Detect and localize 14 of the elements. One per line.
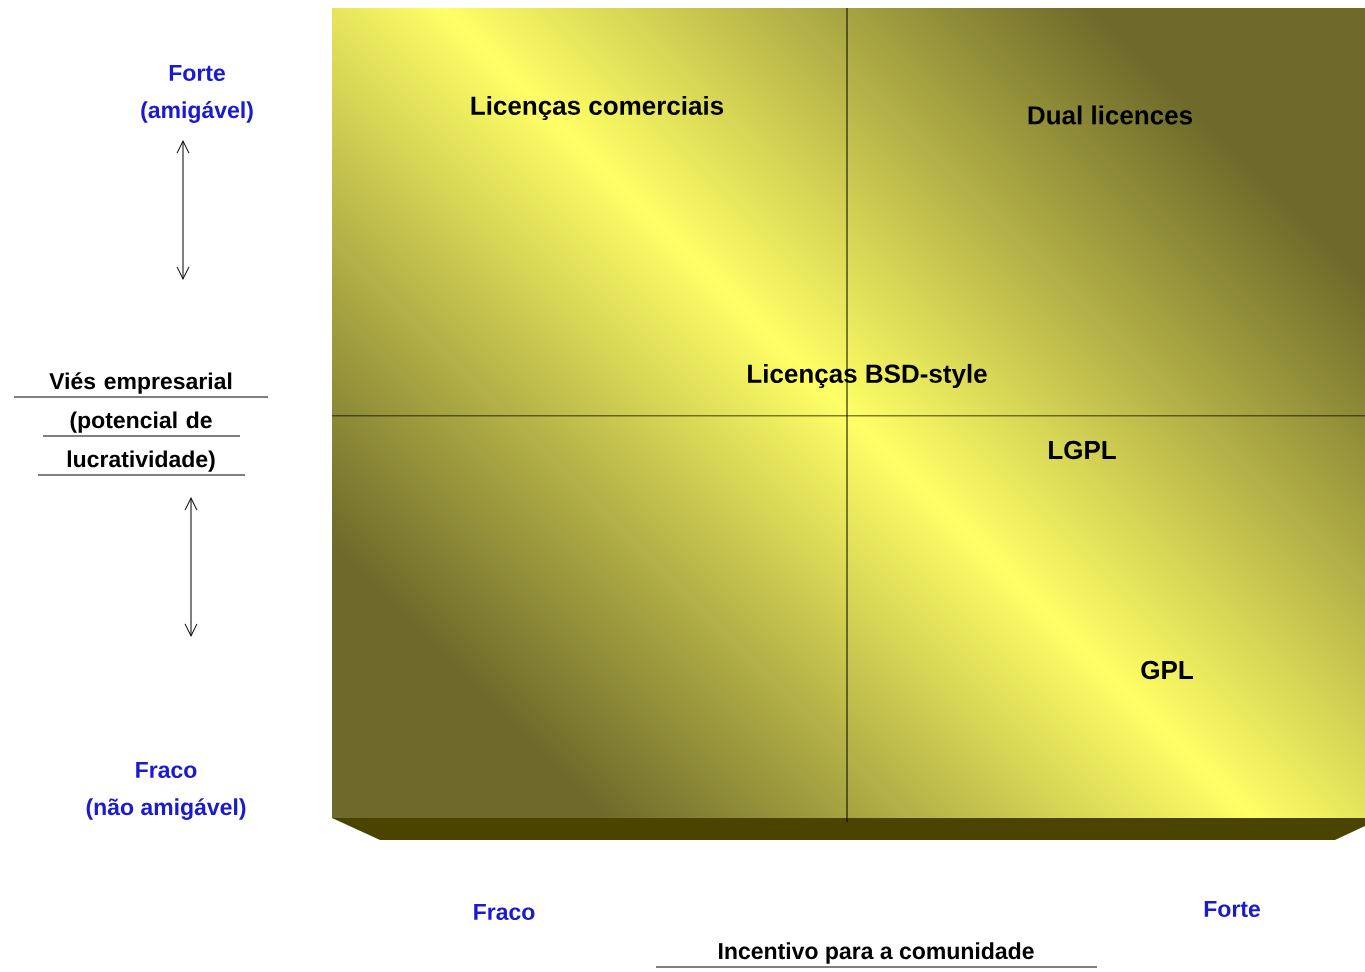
axis-label: (amigável) <box>141 101 253 123</box>
quadrant-label: Licenças comerciais <box>471 95 724 121</box>
axis-label: Forte <box>169 65 225 81</box>
quadrant-chart <box>331 7 1365 840</box>
quadrant-label: Dual licences <box>1028 105 1192 125</box>
quadrant-label: LGPL <box>1049 440 1116 460</box>
axis-title: Incentivo para a comunidade <box>655 942 1098 968</box>
axis-label: Forte <box>1204 901 1260 918</box>
axis-label: (não amigável) <box>86 798 246 820</box>
axis-label: Fraco <box>136 762 197 779</box>
axis-label: Fraco <box>474 904 535 921</box>
quadrant-label: GPL <box>1141 660 1193 680</box>
quadrant-label: Licenças BSD-style <box>748 363 987 389</box>
axis-title: Viés empresarial (potencial de lucratividade) <box>13 372 269 476</box>
